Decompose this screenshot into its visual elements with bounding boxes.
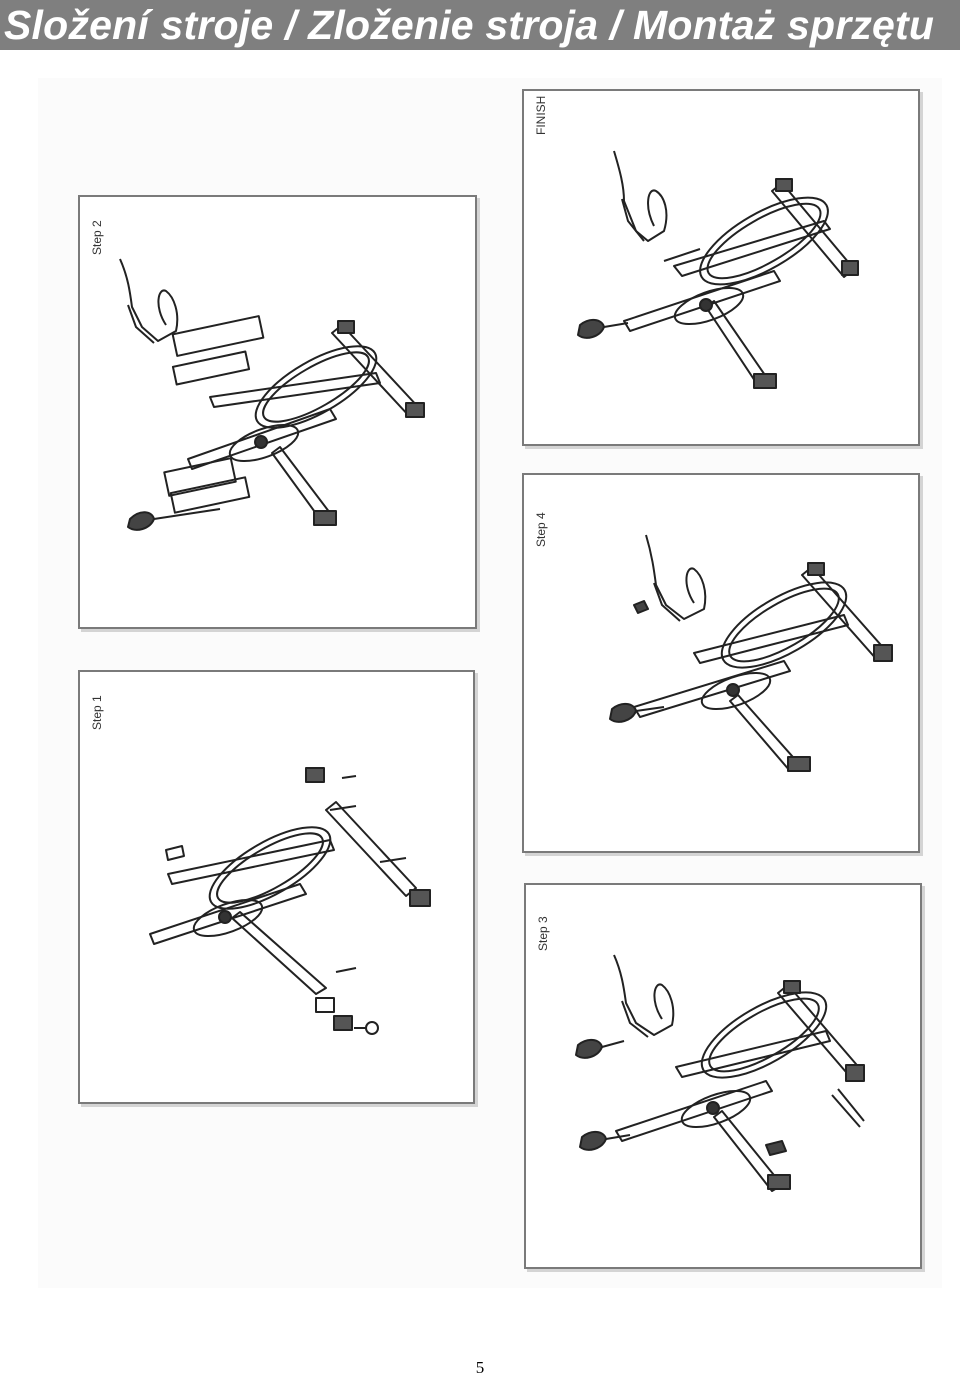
bike-illustration-finish — [577, 150, 859, 389]
panel-step-4: Step 4 — [522, 473, 920, 853]
page-title: Složení stroje / Zloženie stroja / Monta… — [4, 2, 935, 48]
title-bar: Složení stroje / Zloženie stroja / Monta… — [0, 0, 960, 50]
page-number: 5 — [475, 1358, 485, 1377]
bike-illustration-step-3 — [575, 954, 865, 1192]
bike-illustration-step-2 — [119, 258, 425, 531]
bike-illustration-step-4 — [609, 534, 893, 772]
panel-step-3: Step 3 — [524, 883, 922, 1269]
bike-illustration-step-1 — [149, 767, 431, 1035]
panel-step-1: Step 1 — [78, 670, 475, 1104]
panel-finish: FINISH — [522, 89, 920, 446]
panel-step-2: Step 2 — [78, 195, 477, 629]
